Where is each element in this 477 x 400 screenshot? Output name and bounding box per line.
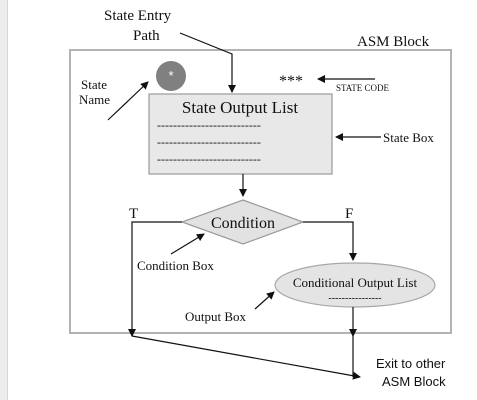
asm-block-border xyxy=(69,49,452,334)
conditional-output-text: Conditional Output List xyxy=(293,275,418,290)
state-output-dashes-3: -------------------------- xyxy=(157,152,261,166)
state-entry-label-line2: Path xyxy=(133,28,160,44)
condition-box-pointer-arrow xyxy=(170,233,205,255)
state-name-label-line2: Name xyxy=(79,92,110,107)
state-code-label: STATE CODE xyxy=(336,83,390,93)
page-margin xyxy=(0,0,8,400)
state-box-label: State Box xyxy=(383,130,434,145)
state-name-label-line1: State xyxy=(81,77,107,92)
false-label: F xyxy=(345,206,353,222)
conditional-output-ellipse xyxy=(274,262,436,308)
condition-box-label: Condition Box xyxy=(137,258,214,273)
state-output-dashes-2: -------------------------- xyxy=(157,135,261,149)
output-box-pointer-arrow xyxy=(254,291,275,310)
true-branch-line xyxy=(128,221,182,337)
exit-label-line2: ASM Block xyxy=(382,374,446,389)
state-box xyxy=(148,93,333,175)
state-entry-arrow xyxy=(179,32,236,93)
exit-label-line1: Exit to other xyxy=(376,356,446,371)
true-label: T xyxy=(129,206,138,222)
false-branch-line xyxy=(303,221,357,261)
state-output-dashes-1: -------------------------- xyxy=(157,118,261,132)
condition-diamond xyxy=(180,199,305,245)
state-name-arrow xyxy=(107,81,149,121)
state-name-circle xyxy=(156,61,186,91)
condition-text: Condition xyxy=(211,215,275,232)
asm-block-label: ASM Block xyxy=(357,34,430,50)
state-output-list-title: State Output List xyxy=(182,98,298,117)
exit-path-true xyxy=(131,335,361,380)
state-entry-label-line1: State Entry xyxy=(104,8,172,24)
output-box-label: Output Box xyxy=(185,309,247,324)
conditional-output-dashes: ---------------- xyxy=(328,293,381,304)
state-code-stars: *** xyxy=(279,73,303,90)
state-name-symbol: * xyxy=(168,68,173,83)
